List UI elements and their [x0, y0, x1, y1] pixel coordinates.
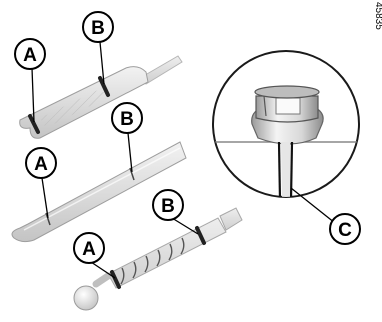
callout-c: C: [329, 213, 361, 245]
callout-a-top: A: [14, 38, 46, 70]
callout-b-top: B: [82, 11, 114, 43]
figure-reference: 45835: [373, 2, 382, 30]
detail-magnifier: [212, 50, 360, 198]
callout-b-middle-label: B: [120, 109, 134, 130]
callout-b-top-label: B: [91, 18, 105, 39]
leader-lines: [31, 41, 336, 279]
bottom-dipstick: [73, 207, 243, 311]
top-dipstick: [19, 55, 183, 139]
callout-a-bottom: A: [73, 232, 105, 264]
callout-a-middle-label: A: [34, 154, 48, 175]
middle-dipstick: [11, 141, 187, 243]
callout-a-middle: A: [25, 147, 57, 179]
callout-b-bottom-label: B: [161, 196, 175, 217]
callout-a-bottom-label: A: [82, 239, 96, 260]
callout-a-top-label: A: [23, 45, 37, 66]
callout-b-middle: B: [111, 102, 143, 134]
callout-c-label: C: [338, 220, 352, 241]
callout-b-bottom: B: [152, 189, 184, 221]
